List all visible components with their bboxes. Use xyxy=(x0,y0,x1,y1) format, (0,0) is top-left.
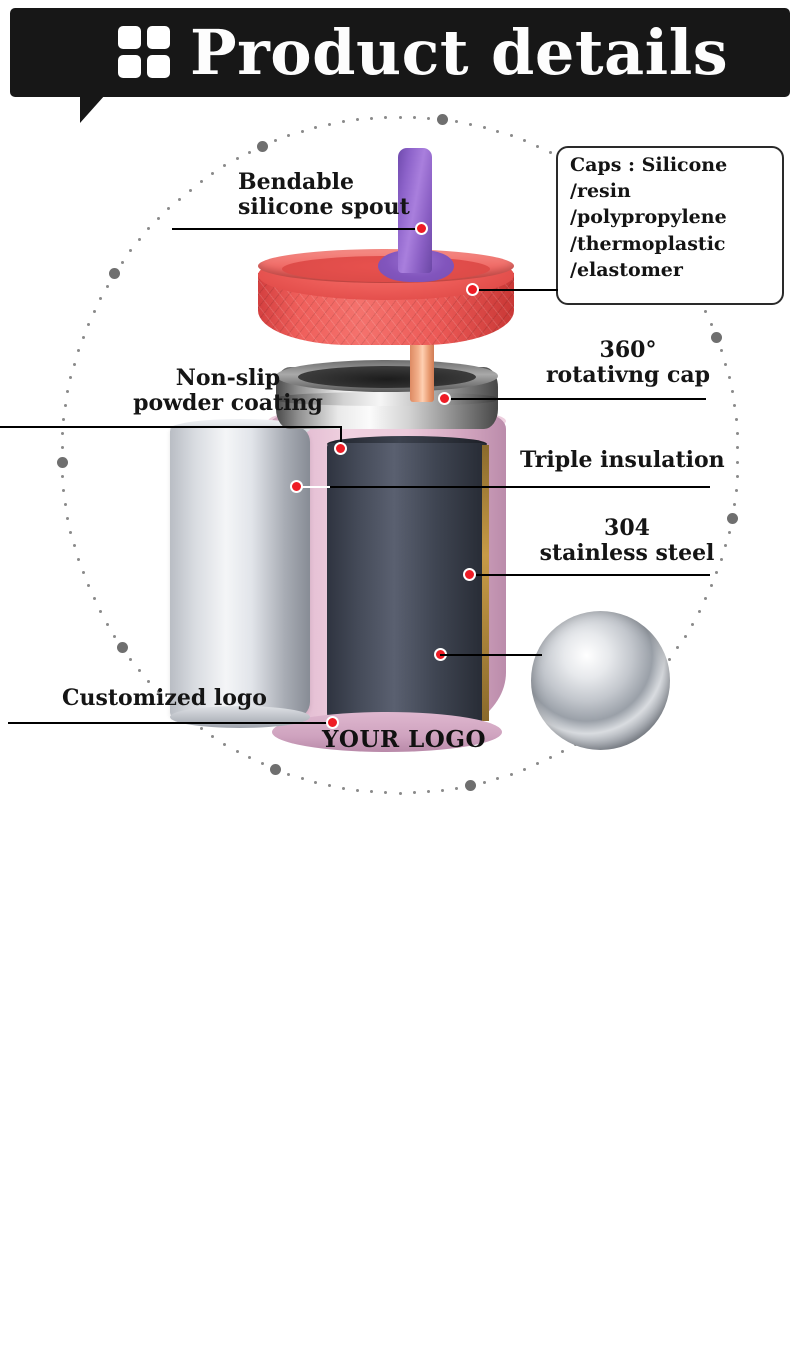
marker-dot-caps xyxy=(466,283,479,296)
marker-dot-stainless-steel xyxy=(463,568,476,581)
grid-square-4 xyxy=(147,55,170,78)
grid-square-1 xyxy=(118,26,141,49)
infographic-canvas: YOUR LOGO Product details Bendable silic… xyxy=(0,8,790,795)
bendable-silicone-spout xyxy=(398,148,432,273)
leader-line-triple-insulation xyxy=(330,486,710,488)
steel-liner-edge xyxy=(482,445,489,721)
leader-line-caps xyxy=(478,289,558,291)
header-banner-tail xyxy=(80,95,130,123)
grid-square-2 xyxy=(147,26,170,49)
grid-four-squares-icon xyxy=(118,26,170,78)
marker-dot-non-slip xyxy=(334,442,347,455)
leader-line-non-slip xyxy=(0,426,342,428)
caps-material-text: Caps : Silicone /resin /polypropylene /t… xyxy=(570,154,728,281)
marker-dot-triple-insulation xyxy=(290,480,303,493)
leader-line-rotating-cap xyxy=(444,398,706,400)
leader-line-non-slip-drop xyxy=(340,426,342,448)
leader-line-base-detail-left xyxy=(440,654,476,656)
your-logo-text: YOUR LOGO xyxy=(322,726,487,753)
grid-square-3 xyxy=(118,55,141,78)
callout-label-customized-logo: Customized logo xyxy=(62,685,267,711)
caps-material-box xyxy=(556,146,784,305)
leader-line-base-detail xyxy=(470,654,542,656)
leader-line-bendable-spout xyxy=(172,228,420,230)
leader-line-triple-insulation-white xyxy=(296,486,332,488)
callout-label-non-slip: Non-slip powder coating xyxy=(133,365,323,417)
leader-line-stainless-steel xyxy=(470,574,710,576)
callout-label-triple-insulation: Triple insulation xyxy=(520,447,725,473)
marker-dot-rotating-cap xyxy=(438,392,451,405)
callout-label-bendable-spout: Bendable silicone spout xyxy=(238,169,410,221)
callout-label-stainless-steel: 304 stainless steel xyxy=(539,515,715,567)
inner-straw xyxy=(410,340,434,402)
callout-label-rotating-cap: 360° rotativng cap xyxy=(545,337,711,389)
leader-line-customized-logo xyxy=(8,722,336,724)
header-banner xyxy=(10,8,790,97)
marker-dot-bendable-spout xyxy=(415,222,428,235)
page-title: Product details xyxy=(190,16,729,89)
base-detail-circle xyxy=(531,611,670,750)
product-illustration: YOUR LOGO xyxy=(170,148,670,753)
powder-coating-sleeve xyxy=(170,426,310,718)
marker-dot-customized-logo xyxy=(326,716,339,729)
outer-shell-bottom xyxy=(272,712,502,752)
steel-liner-body xyxy=(327,443,487,723)
